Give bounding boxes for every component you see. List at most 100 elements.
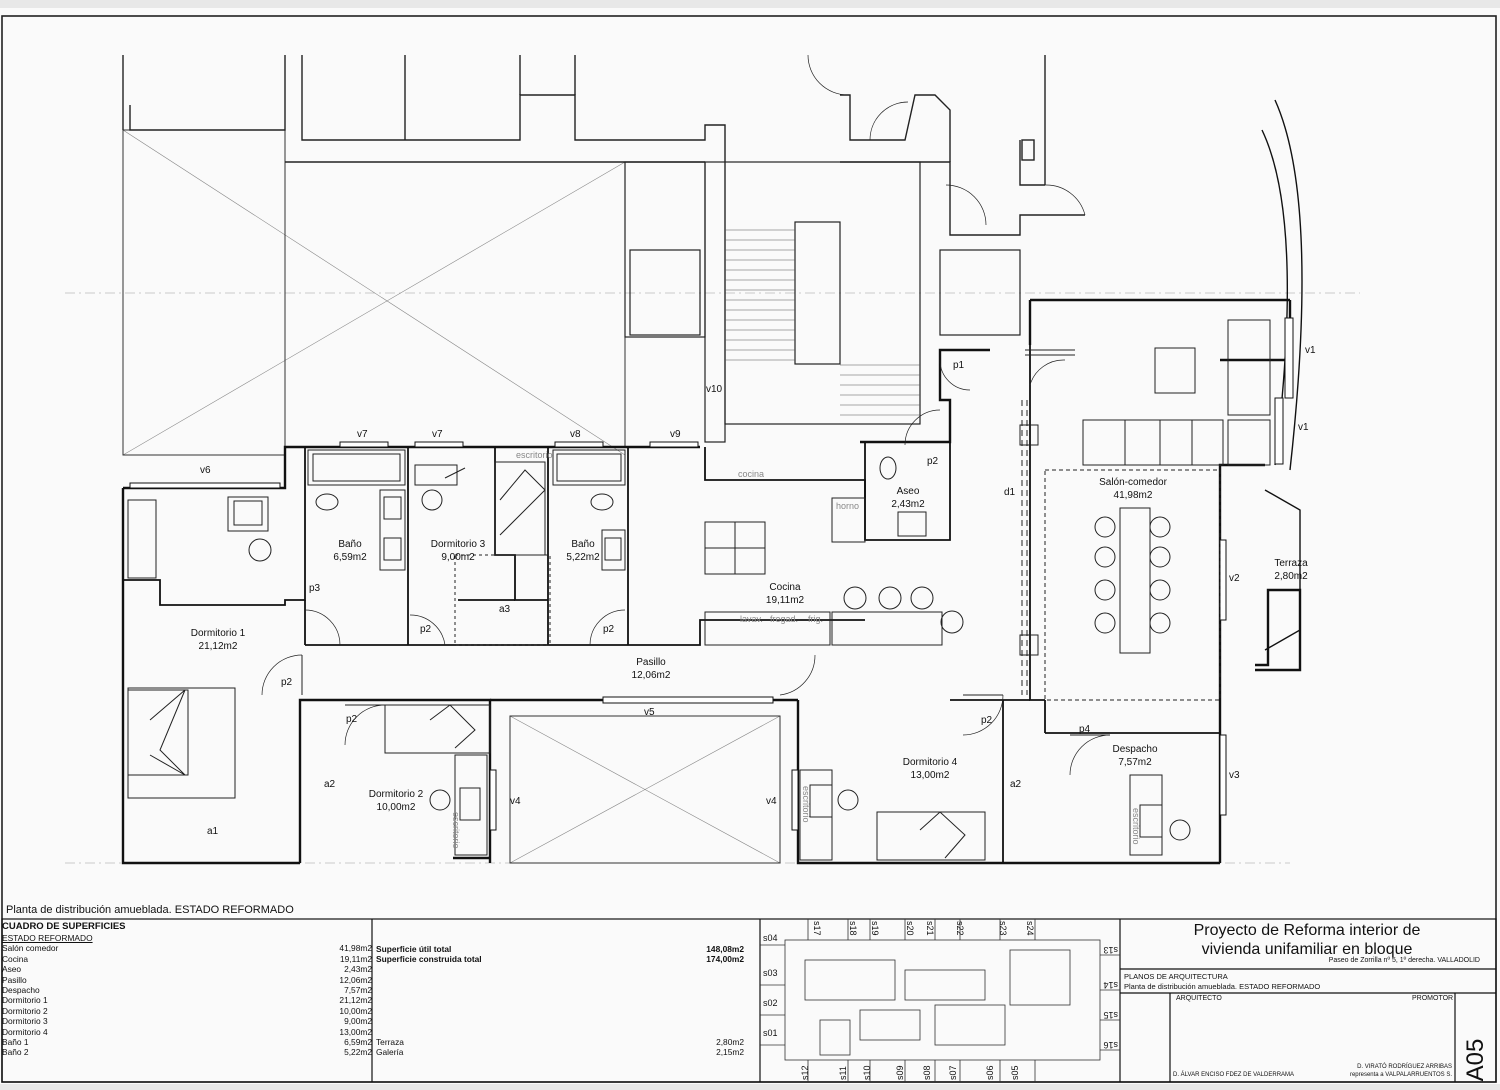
furniture-tag: escritorio: [451, 812, 461, 849]
keymap-label: s23: [998, 921, 1008, 936]
window-label: v4: [766, 796, 777, 807]
surface-room: Aseo: [2, 964, 22, 975]
surface-room: Dormitorio 4: [2, 1026, 48, 1037]
surface-area: 6,59m2: [344, 1036, 372, 1047]
surface-room: Pasillo: [2, 974, 27, 985]
window-label: v9: [670, 429, 681, 440]
project-title-line1: Proyecto de Reforma interior de: [1193, 922, 1421, 939]
keymap-label: s11: [838, 1066, 848, 1080]
opening-label: a2: [324, 779, 336, 790]
furniture-tag: escritorio: [801, 786, 811, 823]
surface-row: Aseo 2,43m2: [2, 964, 372, 974]
window-label: v2: [1229, 573, 1240, 584]
terraza-label: Terraza: [376, 1036, 404, 1047]
keymap-label: s20: [905, 921, 915, 936]
surface-row: Dormitorio 4 13,00m2: [2, 1027, 372, 1037]
keymap-label: s22: [955, 921, 965, 936]
promotor-sub-line: representa a VALPALARRUENTOS S.: [1349, 1072, 1452, 1078]
surface-area: 12,06m2: [339, 974, 372, 985]
surface-row: Pasillo 12,06m2: [2, 975, 372, 985]
surface-area: 2,43m2: [344, 964, 372, 975]
opening-label: a2: [1010, 779, 1022, 790]
door-label: p2: [927, 456, 939, 467]
window-label: v8: [570, 429, 581, 440]
keymap-label: s24: [1025, 921, 1035, 936]
arquitecto-label: ARQUITECTO: [1176, 995, 1222, 1002]
surface-area: 13,00m2: [339, 1026, 372, 1037]
keymap-label: s17: [812, 921, 822, 936]
util-label: Superficie útil total: [376, 944, 452, 954]
plan-title: Planta de distribución amueblada. ESTADO…: [1124, 982, 1321, 991]
furniture-tag: lavav.: [740, 614, 763, 624]
surfaces-table: CUADRO DE SUPERFICIES ESTADO REFORMADO S…: [2, 921, 372, 1058]
keymap-label: s13: [1103, 945, 1118, 955]
surface-room: Cocina: [2, 953, 29, 964]
keymap-label: s02: [763, 998, 778, 1008]
project-address: Paseo de Zorrilla nº 5, 1º derecha. VALL…: [1328, 957, 1480, 964]
keymap-label: s06: [985, 1065, 995, 1080]
util-value: 148,08m2: [706, 944, 744, 954]
surface-room: Baño 1: [2, 1036, 29, 1047]
keymap-label: s16: [1103, 1040, 1118, 1050]
sheet-number: A05: [1462, 1038, 1489, 1082]
keymap-label: s09: [895, 1065, 905, 1080]
keymap-label: s14: [1103, 980, 1118, 990]
keymap-label: s01: [763, 1028, 778, 1038]
surfaces-subtitle: ESTADO REFORMADO: [2, 933, 93, 943]
keymap-label: s07: [948, 1065, 958, 1080]
surface-room: Baño 2: [2, 1047, 29, 1058]
furniture-tag: fregad.: [770, 614, 799, 624]
surface-area: 10,00m2: [339, 1005, 372, 1016]
keymap-label: s18: [848, 921, 858, 936]
surface-row: Despacho 7,57m2: [2, 985, 372, 995]
door-label: d1: [1004, 487, 1016, 498]
door-label: p2: [420, 624, 432, 635]
furniture-tag: escritorio: [1131, 808, 1141, 845]
surface-row: Baño 1 6,59m2: [2, 1037, 372, 1047]
section-label: PLANOS DE ARQUITECTURA: [1124, 972, 1228, 981]
promotor-label: PROMOTOR: [1412, 995, 1454, 1002]
surface-room: Salón comedor: [2, 943, 59, 954]
keymap-label: s05: [1010, 1065, 1020, 1080]
promotor-name: D. VIRATÓ RODRÍGUEZ ARRIBAS representa a…: [1340, 1063, 1452, 1079]
keymap-label: s19: [870, 921, 880, 936]
surface-room: Dormitorio 3: [2, 1016, 48, 1027]
door-label: p2: [346, 714, 358, 725]
surface-row: Cocina 19,11m2: [2, 954, 372, 964]
keymap-label: s08: [922, 1065, 932, 1080]
surface-row: Salón comedor 41,98m2: [2, 943, 372, 953]
furniture-tag: frig.: [808, 614, 824, 624]
furniture-tag: cocina: [738, 469, 765, 479]
door-label: p2: [281, 677, 293, 688]
surface-area: 7,57m2: [344, 984, 372, 995]
surface-room: Despacho: [2, 984, 40, 995]
window-label: v1: [1298, 422, 1309, 433]
galeria-label: Galería: [376, 1047, 404, 1058]
window-label: v10: [706, 384, 723, 395]
keymap-label: s21: [925, 921, 935, 936]
door-label: p3: [309, 583, 321, 594]
window-label: v3: [1229, 770, 1240, 781]
construida-label: Superficie construida total: [376, 954, 482, 965]
galeria-value: 2,15m2: [716, 1047, 744, 1058]
construida-value: 174,00m2: [706, 954, 744, 965]
surface-area: 41,98m2: [339, 943, 372, 954]
keymap-label: s04: [763, 933, 778, 943]
door-label: p4: [1079, 724, 1091, 735]
promotor-name-line: D. VIRATÓ RODRÍGUEZ ARRIBAS: [1357, 1064, 1452, 1070]
keymap-label: s10: [862, 1065, 872, 1080]
surface-area: 19,11m2: [340, 953, 372, 964]
terraza-value: 2,80m2: [716, 1036, 744, 1047]
door-label: p2: [603, 624, 615, 635]
surface-room: Dormitorio 1: [2, 995, 48, 1006]
furniture-tag: horno: [836, 501, 860, 511]
